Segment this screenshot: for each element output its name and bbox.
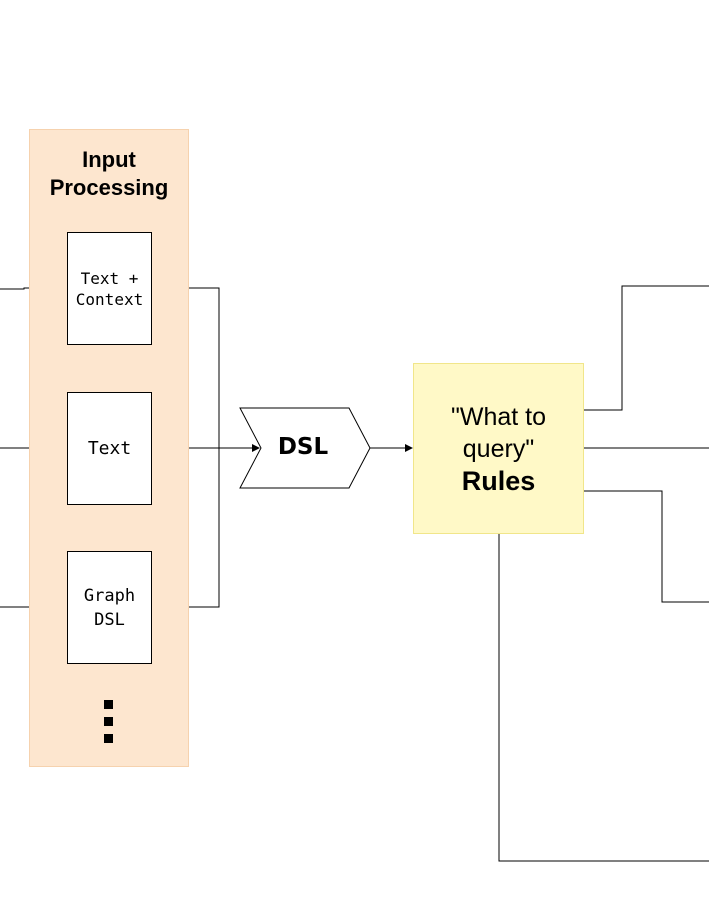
output-line [584, 285, 709, 411]
dsl-node [239, 407, 371, 489]
rules-line-2: query" [462, 434, 535, 463]
input-node-text[interactable]: Text [67, 392, 152, 505]
output-line [498, 534, 709, 862]
dsl-node-label: DSL [277, 434, 329, 460]
rules-title: Rules [461, 465, 536, 496]
ellipsis-dot [104, 717, 113, 726]
ellipsis-dot [104, 734, 113, 743]
input-node-graph-dsl[interactable]: Graph DSL [67, 551, 152, 664]
ellipsis-dot [104, 700, 113, 709]
panel-title: Input Processing [49, 147, 169, 200]
rules-node[interactable]: "What to query" Rules [413, 363, 584, 534]
rules-line-1: "What to [450, 402, 547, 431]
more-items-ellipsis-icon [104, 700, 114, 751]
input-node-text-context[interactable]: Text + Context [67, 232, 152, 345]
output-line [584, 490, 709, 603]
